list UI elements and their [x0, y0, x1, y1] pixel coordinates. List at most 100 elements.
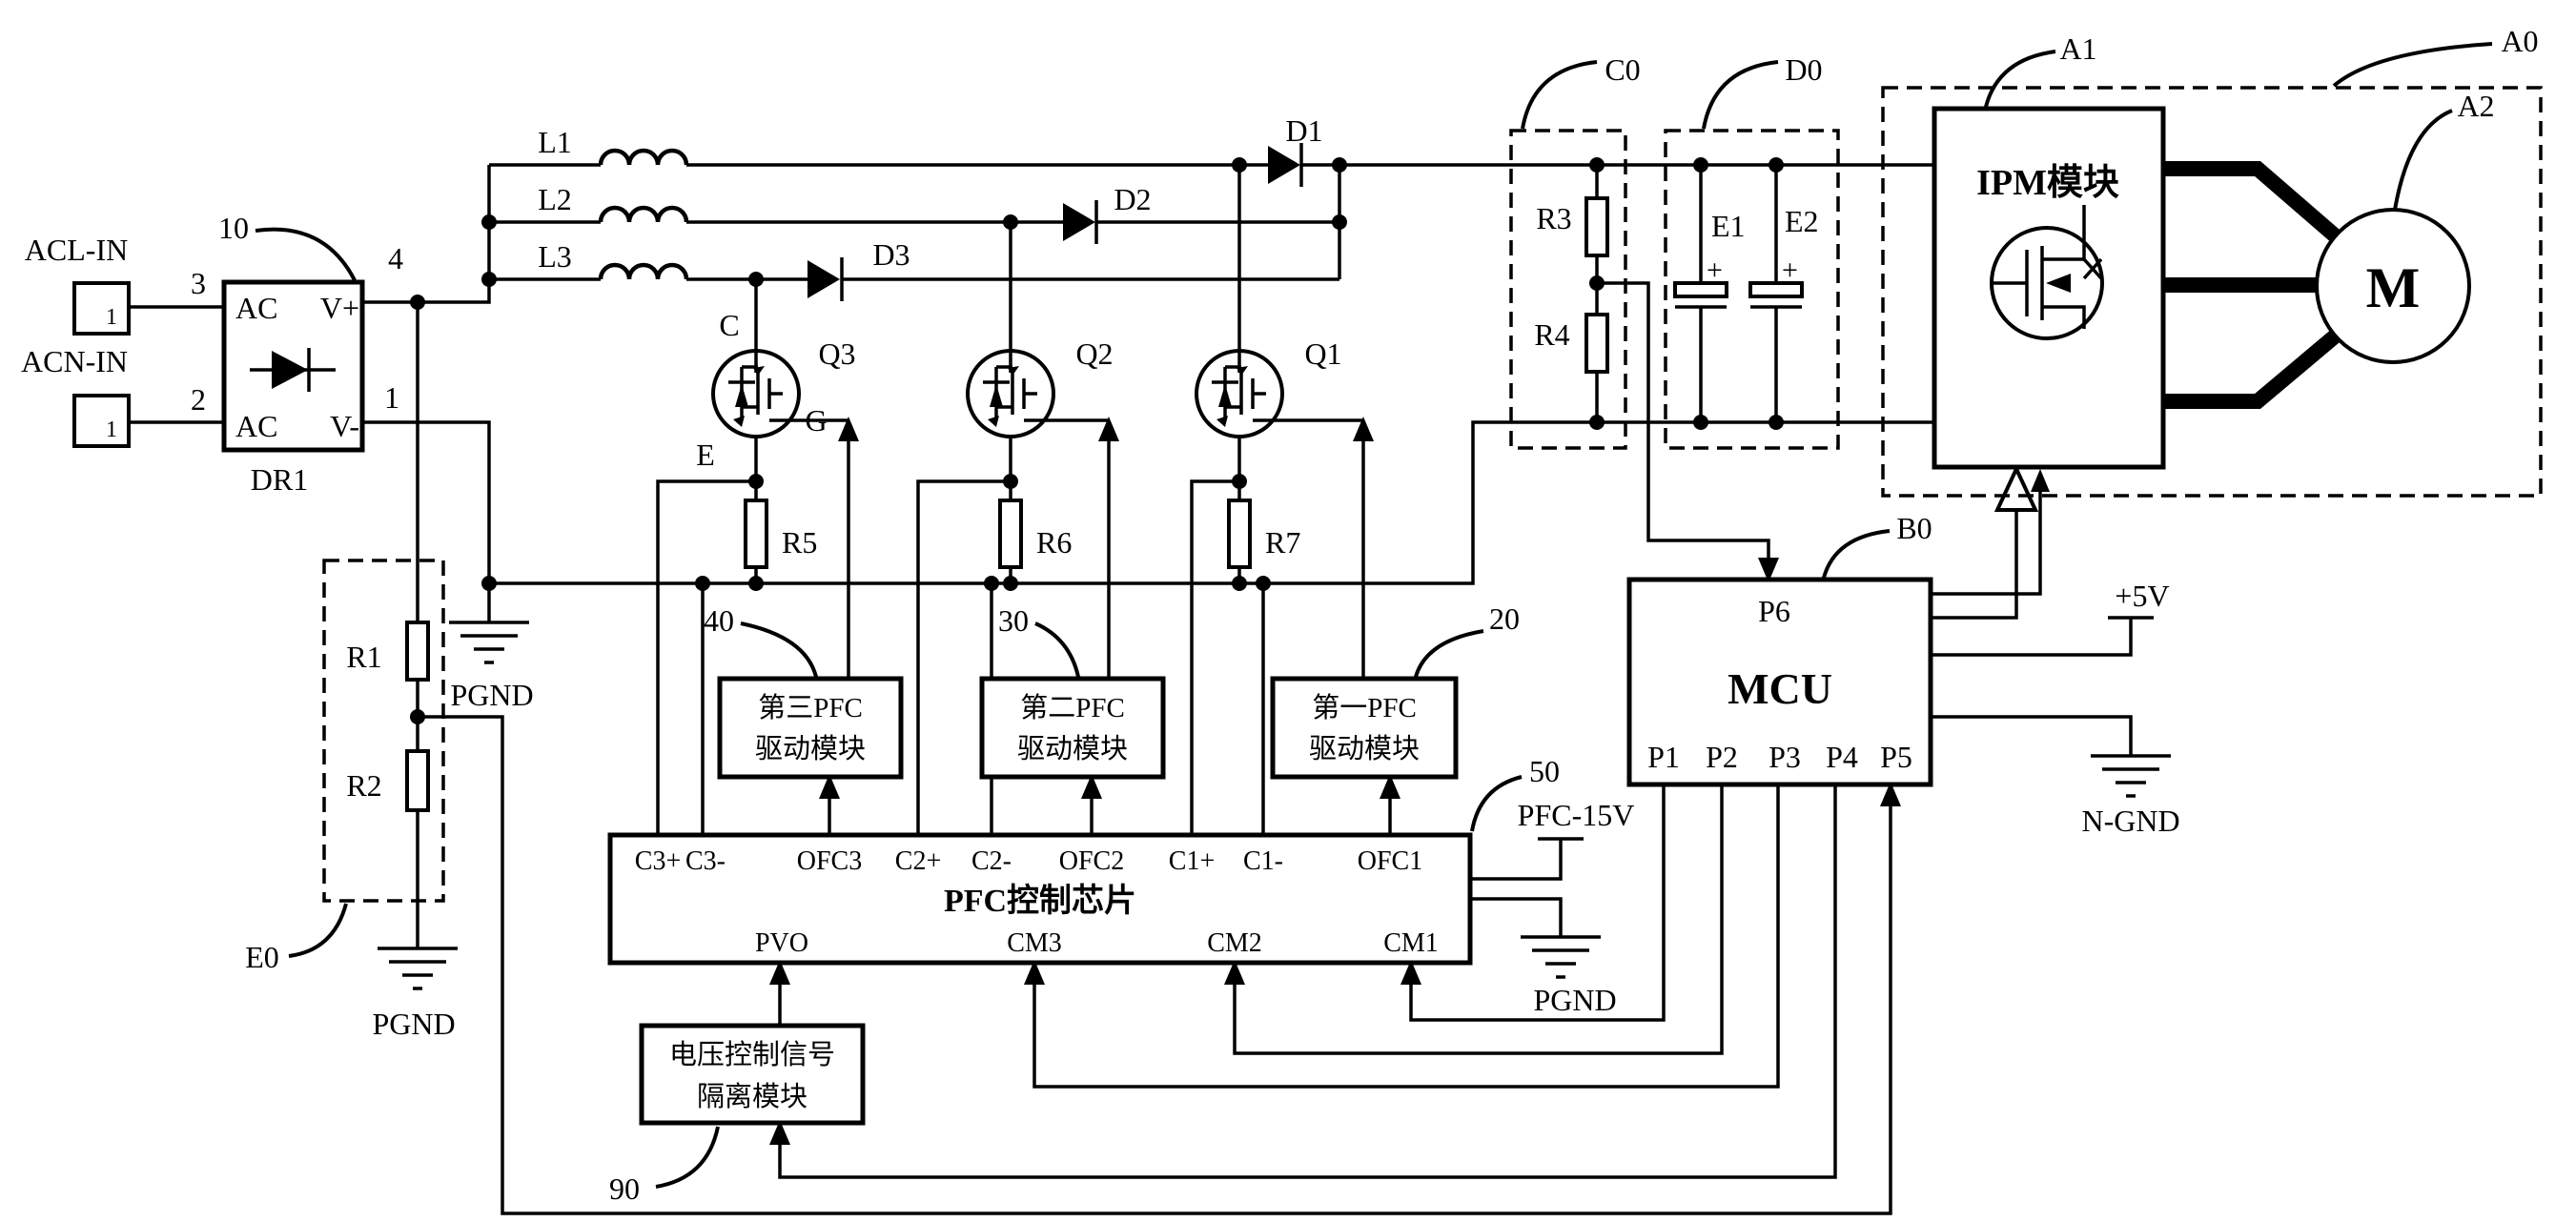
d2-label: D2 [1114, 182, 1151, 216]
l2-label: L2 [538, 182, 572, 216]
cm1-arrow [1400, 960, 1421, 985]
leader-a1 [1984, 50, 2056, 108]
input-sense-divider: R1 R2 E0 [245, 559, 445, 974]
dr1-pin-vplus: V+ [320, 291, 359, 325]
pvo-arrow [769, 960, 790, 985]
chip-pin-ofc2: OFC2 [1059, 846, 1124, 876]
driver2-line1: 第二PFC [1020, 692, 1125, 723]
inductors: L1 L2 L3 [538, 125, 689, 280]
ref-40: 40 [704, 603, 734, 638]
terminal-acn [72, 394, 131, 448]
q3-label: Q3 [818, 336, 855, 371]
gate-arrow-q2 [1098, 417, 1119, 441]
mcu-box [1626, 577, 1933, 787]
ipm-mosfet-icon [1990, 205, 2104, 340]
leader-50 [1470, 775, 1523, 832]
driver1-line1: 第一PFC [1312, 692, 1417, 723]
a0-label: A0 [2501, 24, 2538, 58]
mcu-pin-p4: P4 [1826, 740, 1858, 774]
pfc-switches: Q3 C G E Q2 Q1 [696, 308, 1341, 472]
ref-b0: B0 [1896, 511, 1932, 545]
dr1-out1-label: 1 [384, 380, 399, 415]
q3-c-label: C [719, 308, 739, 342]
q2-label: Q2 [1075, 336, 1113, 371]
isolation-in-arrow [769, 1120, 790, 1145]
diode-d3 [808, 257, 844, 301]
r5-label: R5 [782, 525, 817, 560]
leader-90 [655, 1126, 720, 1189]
driver-modules: 第三PFC 驱动模块 40 第二PFC 驱动模块 30 第一PFC 驱动模块 2… [704, 601, 1520, 780]
motor-phase-wires [2163, 161, 2341, 409]
mcu-pin-p2: P2 [1706, 740, 1738, 774]
driver-module-1: 第一PFC 驱动模块 [1270, 676, 1459, 780]
mcu-title: MCU [1728, 664, 1832, 713]
igbt-q2 [966, 349, 1055, 438]
mcu-p6-arrow [1758, 558, 1779, 582]
mcu-pin-p1: P1 [1647, 740, 1680, 774]
inductor-l1 [598, 148, 689, 166]
e0-label: E0 [245, 940, 279, 974]
dr1-pin-ac-top: AC [235, 291, 277, 325]
chip-pin-c3m: C3- [685, 846, 726, 876]
igbt-q3 [711, 349, 801, 438]
dr1-pin-ac-bot: AC [235, 409, 277, 443]
chip-pin-c1m: C1- [1243, 846, 1283, 876]
ref-90: 90 [609, 1171, 640, 1206]
supply-pfc-15v: PFC-15V [1518, 798, 1635, 841]
ground-pgnd-dr1: PGND [449, 621, 534, 712]
ofc3-arrow [819, 774, 840, 799]
r1-label: R1 [346, 640, 381, 674]
leader-e0 [288, 903, 348, 958]
ref-30: 30 [998, 603, 1029, 638]
leader-30 [1034, 621, 1080, 678]
leader-a2 [2393, 109, 2453, 211]
ground-pgnd-bottom: PGND [372, 947, 458, 1041]
junction-dots [410, 157, 1784, 724]
leader-a0 [2332, 42, 2493, 88]
resistor-r6 [998, 499, 1023, 569]
chip-pin-c3p: C3+ [635, 846, 681, 876]
chip-pin-c2p: C2+ [895, 846, 941, 876]
mcu-pin-p3: P3 [1768, 740, 1801, 774]
q3-e-label: E [696, 438, 715, 472]
r4-label: R4 [1534, 317, 1569, 352]
leader-20 [1414, 629, 1484, 678]
dr1-pin-vminus: V- [330, 409, 359, 443]
q1-label: Q1 [1304, 336, 1341, 371]
supply-plus5v: +5V [2108, 579, 2170, 620]
isolation-line2: 隔离模块 [697, 1081, 808, 1112]
e1-label: E1 [1711, 209, 1746, 243]
signal-arrows [769, 417, 2050, 1145]
ofc2-arrow [1081, 774, 1102, 799]
emitter-resistors: R5 R6 R7 [744, 499, 1300, 569]
mcu-p5-arrow [1880, 782, 1901, 806]
capacitor-e1: + [1673, 255, 1728, 309]
pfc-15v-label: PFC-15V [1518, 798, 1635, 832]
c0-dashed-box [1509, 129, 1627, 450]
motor-label: M [2366, 256, 2421, 319]
ofc1-arrow [1380, 774, 1400, 799]
terminal-acn-pin: 1 [106, 418, 117, 442]
resistor-r7 [1227, 499, 1252, 569]
d1-label: D1 [1285, 113, 1322, 148]
chip-pin-pvo: PVO [755, 928, 808, 958]
grounds: PGND PGND PGND N-GND [372, 621, 2180, 1041]
cm2-arrow [1224, 960, 1245, 985]
resistor-r2 [405, 749, 430, 812]
motor: M [2315, 208, 2471, 364]
a2-label: A2 [2457, 89, 2494, 123]
chip-pin-cm1: CM1 [1383, 928, 1439, 958]
ground-pgnd-chip: PGND [1521, 935, 1617, 1017]
mcu-pin-p6: P6 [1758, 594, 1790, 628]
a0-dashed-box [1881, 86, 2543, 498]
driver3-line2: 驱动模块 [755, 733, 866, 764]
acl-in-label: ACL-IN [25, 233, 128, 267]
pgnd-dr1-label: PGND [450, 678, 533, 712]
supplies: PFC-15V +5V [1518, 579, 2170, 841]
gate-arrow-q1 [1353, 417, 1374, 441]
e2-plus: + [1782, 255, 1798, 286]
pfc-control-chip: C3+ C3- OFC3 C2+ C2- OFC2 C1+ C1- OFC1 P… [607, 754, 1560, 966]
chip-pin-ofc1: OFC1 [1358, 846, 1422, 876]
diode-d2 [1063, 200, 1098, 244]
terminal-acl-pin: 1 [106, 305, 117, 330]
